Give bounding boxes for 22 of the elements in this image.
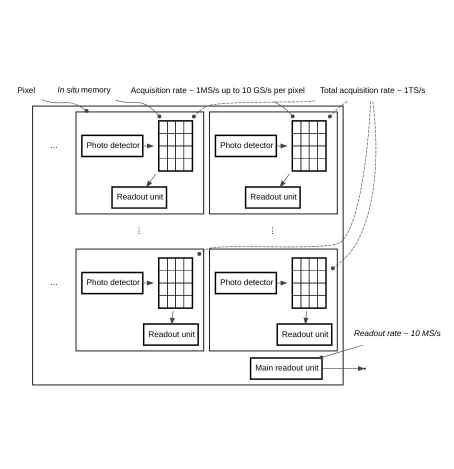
cluster (76, 111, 204, 214)
connector (197, 100, 372, 256)
arrow (276, 143, 288, 148)
arrow (170, 310, 175, 324)
connector (192, 100, 316, 118)
connector (330, 100, 376, 270)
arrow (304, 310, 308, 324)
cluster (32, 105, 344, 385)
arrow (280, 173, 290, 188)
cluster (76, 248, 204, 351)
arrow (276, 280, 288, 285)
connector (319, 344, 364, 359)
connector (273, 100, 295, 118)
arrow (142, 143, 154, 148)
arrow (142, 280, 154, 285)
connector (328, 100, 348, 118)
arrow (322, 366, 366, 371)
cluster (209, 111, 338, 214)
connector (115, 100, 162, 118)
arrow (146, 173, 156, 188)
connector (42, 98, 88, 112)
cluster (209, 248, 338, 351)
